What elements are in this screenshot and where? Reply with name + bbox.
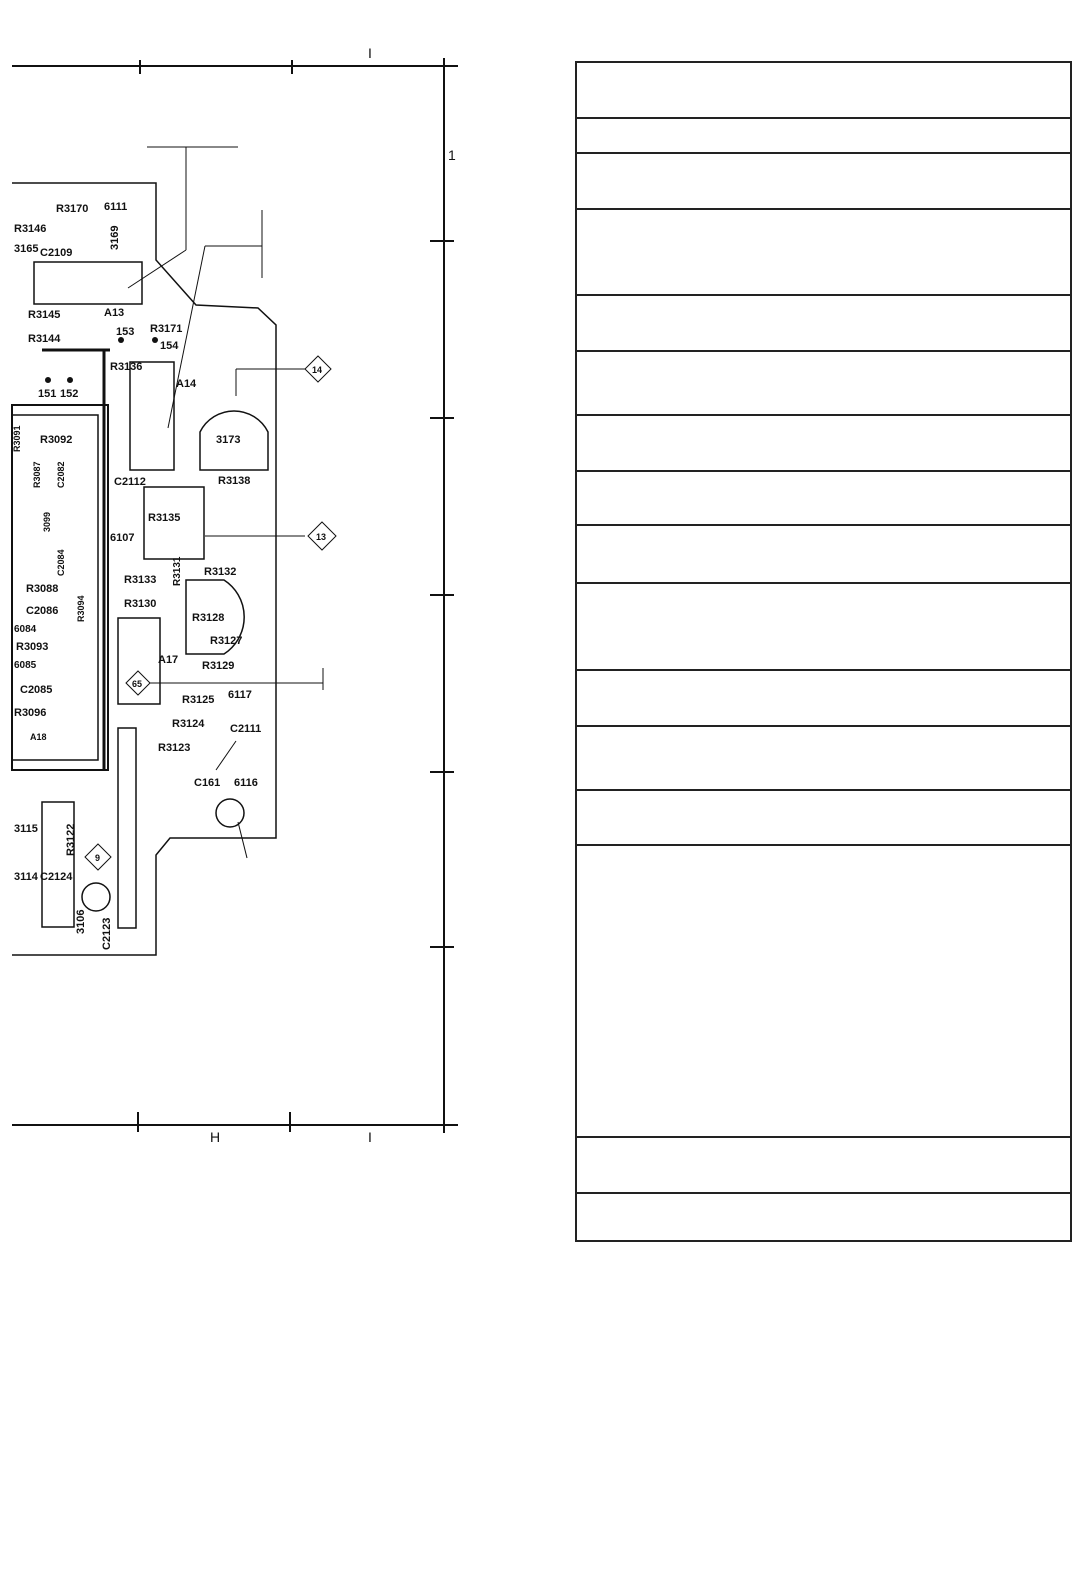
label-6085: 6085 [14,660,37,671]
label-r3133: R3133 [124,574,156,586]
label-c2112: C2112 [114,476,146,488]
label-r3130: R3130 [124,598,156,610]
label-tp151: 151 [38,388,56,400]
label-r3144: R3144 [28,333,61,345]
label-j3106: 3106 [75,910,87,934]
label-c2124: C2124 [40,871,73,883]
legend-row [577,416,1070,472]
label-r3087: R3087 [32,461,42,488]
frame-bottom-label-i: I [368,1129,372,1145]
legend-row [577,472,1070,526]
label-a13: A13 [104,307,124,319]
label-a14: A14 [176,378,197,390]
legend-row [577,210,1070,296]
component-labels: R3170 R3146 R3145 R3144 R3171 R3136 R309… [14,201,261,883]
frame-bottom-label-h: H [210,1129,220,1145]
sub-board-inner [11,414,99,761]
label-c2084: C2084 [56,549,66,576]
label-j3099: 3099 [42,512,52,532]
label-c2123: C2123 [101,918,113,950]
ic-outlines [33,261,205,929]
legend-row [577,296,1070,352]
legend-row [577,526,1070,584]
mount-hole [215,798,245,828]
vertical-labels: 3169 R3087 C2082 3099 C2084 R3094 R3091 … [12,226,183,950]
label-r3131: R3131 [172,556,183,586]
label-3165: 3165 [14,243,38,255]
label-r3138: R3138 [218,475,250,487]
label-r3145: R3145 [28,309,60,321]
label-6117: 6117 [228,689,252,701]
frame-right-label: 1 [448,147,456,163]
legend-row [577,63,1070,119]
label-r3096: R3096 [14,707,46,719]
label-tp152: 152 [60,388,78,400]
label-c2109: C2109 [40,247,72,259]
label-r3170: R3170 [56,203,88,215]
label-r3124: R3124 [172,718,205,730]
label-r3171: R3171 [150,323,182,335]
frame-top-label: I [368,45,372,61]
frame-ticks [137,60,454,1132]
label-3114: 3114 [14,871,39,883]
legend-row [577,119,1070,154]
label-c2111: C2111 [230,723,261,735]
label-r3128: R3128 [192,612,224,624]
legend-row [577,671,1070,727]
label-6084: 6084 [14,624,37,635]
legend-row [577,584,1070,671]
label-r3094: R3094 [76,595,86,622]
label-6111: 6111 [104,201,127,213]
legend-row [577,791,1070,846]
label-r3093: R3093 [16,641,48,653]
label-r3136: R3136 [110,361,142,373]
label-r3132: R3132 [204,566,236,578]
label-6116: 6116 [234,777,258,789]
transformer-outline [185,579,245,655]
label-r3127: R3127 [210,635,242,647]
marker-14: 14 [312,365,322,375]
label-3115: 3115 [14,823,38,835]
test-point-dots [45,337,158,383]
relay-j3173-outline [199,410,269,471]
label-r3123: R3123 [158,742,190,754]
legend-table [575,61,1072,1242]
marker-diamonds [84,355,337,871]
legend-row [577,352,1070,416]
label-c161: C161 [194,777,220,789]
label-r3169: 3169 [109,226,121,250]
label-r3122: R3122 [65,824,77,856]
label-6107: 6107 [110,532,134,544]
label-r3129: R3129 [202,660,234,672]
label-tp153: 153 [116,326,134,338]
label-tp154: 154 [160,340,179,352]
marker-65: 65 [132,679,142,689]
legend-row [577,846,1070,1138]
label-r3091: R3091 [12,425,22,452]
label-a18: A18 [30,732,47,742]
legend-row [577,1138,1070,1194]
pcb-layout-diagram: I 1 H I 14 [0,0,470,1170]
label-c2085: C2085 [20,684,52,696]
marker-9: 9 [95,853,100,863]
label-j3173: 3173 [216,434,240,446]
legend-row [577,154,1070,210]
pcb-svg: I 1 H I 14 [11,45,458,1145]
label-r3088: R3088 [26,583,58,595]
label-r3125: R3125 [182,694,214,706]
label-a17: A17 [158,654,178,666]
board-outline [12,182,277,956]
c2123-outline [81,882,111,912]
leader-lines [127,146,324,859]
marker-13: 13 [316,532,326,542]
label-r3135: R3135 [148,512,180,524]
label-c2086: C2086 [26,605,58,617]
label-r3092: R3092 [40,434,72,446]
label-r3146: R3146 [14,223,46,235]
legend-row [577,1194,1070,1240]
label-c2082: C2082 [56,461,66,488]
legend-row [577,727,1070,791]
